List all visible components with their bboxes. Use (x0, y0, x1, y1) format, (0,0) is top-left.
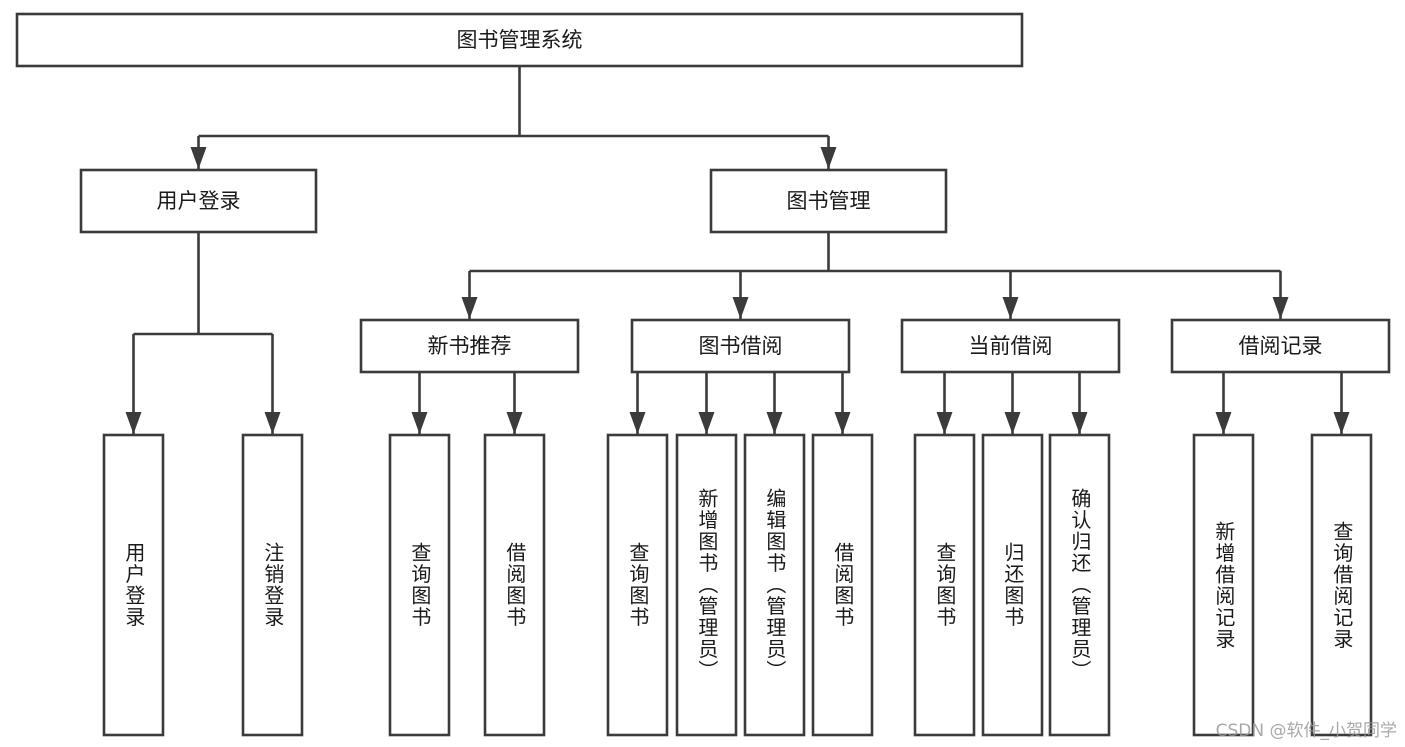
node-box-leaf-logout[interactable] (241, 433, 304, 737)
node-box-leaf-edit-book[interactable] (743, 433, 806, 737)
node-box-leaf-borrow-book-bor[interactable] (811, 433, 874, 737)
node-box-leaf-add-record[interactable] (1192, 433, 1255, 737)
node-box-leaf-add-book[interactable] (675, 433, 738, 737)
node-box-user-login[interactable] (79, 168, 318, 234)
node-box-current-borrow[interactable] (900, 318, 1121, 374)
node-box-leaf-confirm-return[interactable] (1048, 433, 1111, 737)
node-box-borrow-record[interactable] (1170, 318, 1391, 374)
node-box-leaf-return-book[interactable] (981, 433, 1044, 737)
node-label-new-book-recommend: 新书推荐 (428, 334, 512, 358)
node-label-current-borrow: 当前借阅 (969, 334, 1053, 358)
node-box-leaf-user-login[interactable] (102, 433, 165, 737)
node-box-leaf-query-book-rec[interactable] (388, 433, 451, 737)
node-box-leaf-query-book-cur[interactable] (913, 433, 976, 737)
node-label-user-login: 用户登录 (157, 189, 241, 213)
node-box-new-book-recommend[interactable] (359, 318, 580, 374)
watermark-text: CSDN @软件_小贺同学 (1215, 721, 1397, 741)
node-box-leaf-borrow-book-rec[interactable] (483, 433, 546, 737)
node-box-leaf-query-record[interactable] (1310, 433, 1373, 737)
node-boxes (15, 12, 1391, 737)
node-box-book-borrow[interactable] (630, 318, 851, 374)
node-box-leaf-query-book-bor[interactable] (606, 433, 669, 737)
node-label-book-manage: 图书管理 (787, 189, 871, 213)
node-root-box[interactable] (15, 12, 1024, 68)
node-label-borrow-record: 借阅记录 (1239, 334, 1323, 358)
connector-lines (125, 66, 1350, 434)
node-root-label: 图书管理系统 (457, 28, 583, 52)
node-box-book-manage[interactable] (709, 168, 948, 234)
node-label-book-borrow: 图书借阅 (699, 334, 783, 358)
